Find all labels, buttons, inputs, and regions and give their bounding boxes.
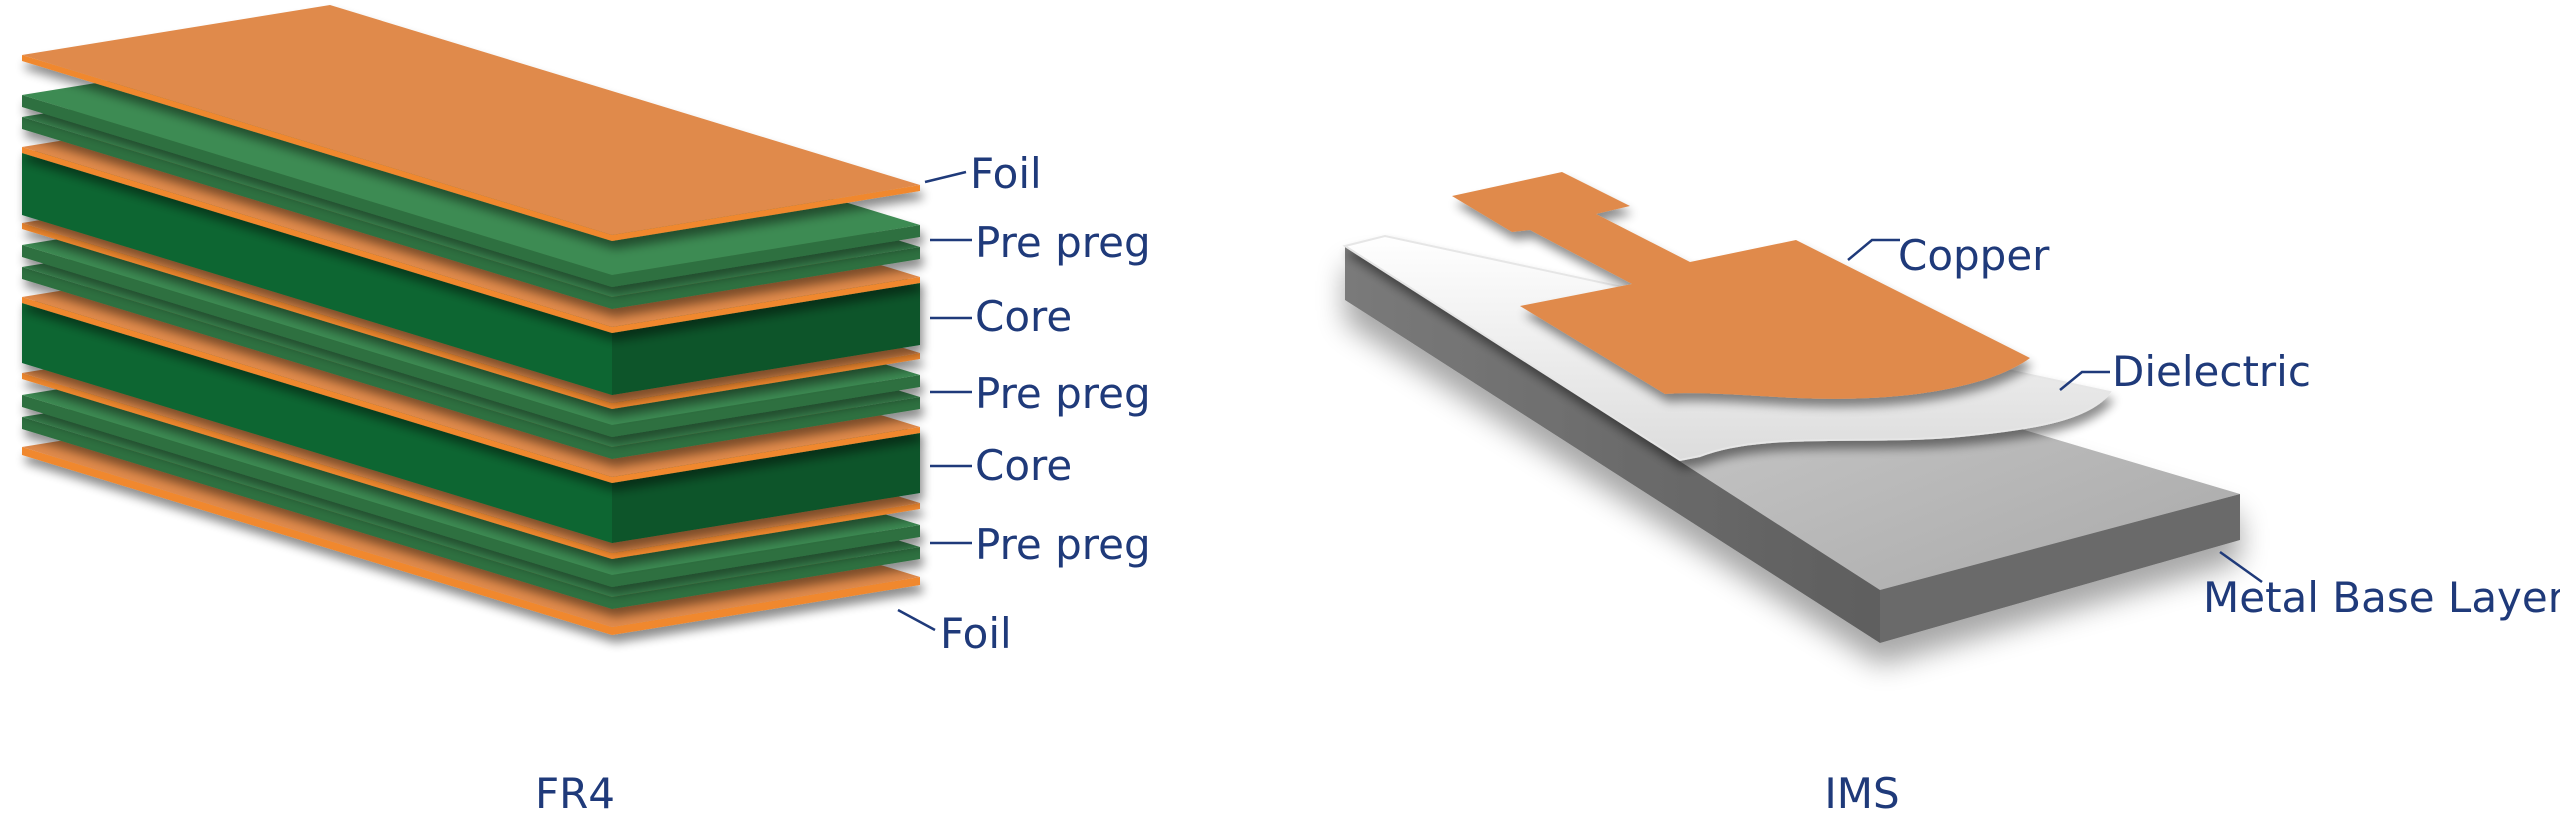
- fr4-layer-core-2-side: [22, 303, 612, 543]
- fr4-layer-foil-top: [22, 5, 920, 241]
- fr4-layer-core-2-front: [612, 433, 920, 543]
- fr4-layer-prepreg-1a-side: [22, 95, 612, 287]
- fr4-label-prepreg-1: Pre preg: [975, 218, 1151, 267]
- fr4-label-foil-top: Foil: [970, 149, 1042, 198]
- ims-label-copper: Copper: [1898, 231, 2050, 280]
- fr4-layer-prepreg-3a-side: [22, 395, 612, 587]
- fr4-layer-copper-3-side: [22, 223, 612, 409]
- fr4-leader-lines: [897, 170, 972, 632]
- fr4-caption: FR4: [535, 769, 615, 818]
- fr4-label-foil-bottom: Foil: [940, 609, 1012, 658]
- ims-board: Copper Dielectric Metal Base Layer IMS: [1342, 172, 2560, 818]
- fr4-layer-prepreg-3b-front: [612, 547, 920, 609]
- fr4-layer-prepreg-2b-front: [612, 397, 920, 459]
- fr4-layers: [22, 5, 920, 635]
- fr4-layer-foil-bottom-side: [22, 447, 612, 635]
- fr4-label-core-1: Core: [975, 292, 1072, 341]
- fr4-label-core-2: Core: [975, 441, 1072, 490]
- fr4-layer-prepreg-3b-side: [22, 417, 612, 609]
- ims-metal-side: [1345, 246, 1880, 643]
- fr4-labels: Foil Pre preg Core Pre preg Core Pre pre…: [940, 149, 1151, 658]
- fr4-layer-copper-3-front: [612, 353, 920, 409]
- fr4-layer-prepreg-2b-side: [22, 267, 612, 459]
- fr4-layer-prepreg-1b-side: [22, 117, 612, 309]
- fr4-layer-copper-4-side: [22, 297, 612, 483]
- ims-metal-front: [1880, 494, 2240, 643]
- fr4-layer-copper-5-front: [612, 503, 920, 559]
- fr4-label-prepreg-2: Pre preg: [975, 369, 1151, 418]
- fr4-layer-copper-2-front: [612, 277, 920, 333]
- ims-caption: IMS: [1824, 769, 1899, 818]
- fr4-layer-copper-4-front: [612, 427, 920, 483]
- fr4-layer-prepreg-1a-front: [612, 225, 920, 287]
- fr4-leader-7: [897, 608, 936, 632]
- ims-leader-lines: [1847, 238, 2263, 584]
- fr4-layer-prepreg-3a-front: [612, 525, 920, 587]
- fr4-layer-prepreg-2a-side: [22, 245, 612, 437]
- fr4-layer-foil-top-front: [612, 185, 920, 241]
- fr4-stack: Foil Pre preg Core Pre preg Core Pre pre…: [22, 5, 1151, 818]
- ims-label-dielectric: Dielectric: [2112, 347, 2311, 396]
- fr4-leader-1: [924, 170, 967, 184]
- ims-labels: Copper Dielectric Metal Base Layer: [1898, 231, 2560, 622]
- fr4-layer-foil-bottom-front: [612, 577, 920, 635]
- fr4-layer-core-1-front: [612, 283, 920, 395]
- fr4-layer-prepreg-1b-front: [612, 247, 920, 309]
- fr4-layer-copper-5-side: [22, 373, 612, 559]
- ims-copper: [1452, 172, 2030, 399]
- fr4-layer-foil-top-top: [22, 5, 920, 235]
- fr4-layer-prepreg-2a-front: [612, 375, 920, 437]
- fr4-layer-foil-top-side: [22, 55, 612, 241]
- fr4-layer-core-1-side: [22, 153, 612, 395]
- fr4-layer-copper-2-side: [22, 147, 612, 333]
- ims-label-metal-base: Metal Base Layer: [2203, 573, 2560, 622]
- fr4-label-prepreg-3: Pre preg: [975, 520, 1151, 569]
